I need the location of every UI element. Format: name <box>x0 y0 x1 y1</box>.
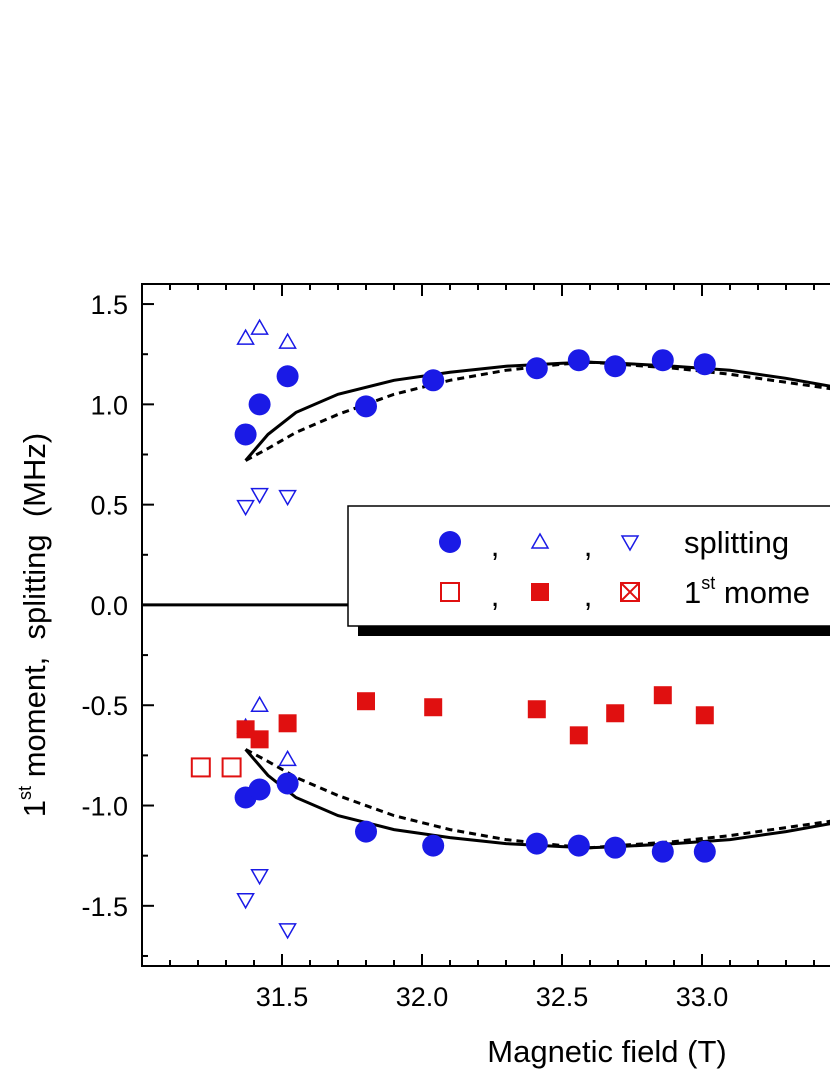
x-tick-label: 31.5 <box>256 982 309 1012</box>
data-point-filled-circle <box>651 840 674 863</box>
data-point-filled-circle <box>276 772 299 795</box>
x-tick-label: 32.0 <box>396 982 449 1012</box>
data-point-open-triangle-up <box>236 328 255 345</box>
data-point-filled-square <box>250 730 269 749</box>
legend-marker-filled-square <box>531 583 549 601</box>
legend-marker-crossed-square <box>620 582 640 602</box>
legend-label: splitting <box>684 525 789 560</box>
legend-marker-open-square <box>440 582 460 602</box>
data-point-filled-square <box>236 720 255 739</box>
data-point-filled-circle <box>567 834 590 857</box>
data-point-open-triangle-down <box>250 868 269 886</box>
data-point-filled-circle <box>248 778 271 801</box>
x-axis: 31.5 32.0 32.5 33.0 <box>169 284 815 1012</box>
data-point-filled-circle <box>355 395 377 418</box>
legend-separator: , <box>491 528 500 563</box>
legend: ,, splitting,, 1st mome <box>347 505 830 636</box>
data-point-open-triangle-up <box>278 332 297 349</box>
crossed-square-box <box>620 582 640 602</box>
plot-frame <box>141 283 830 967</box>
data-point-filled-circle <box>422 369 445 392</box>
data-point-filled-square <box>424 698 443 717</box>
data-point-filled-square <box>527 700 546 719</box>
legend-label: 1st mome <box>684 573 810 610</box>
data-point-open-triangle-down <box>278 923 297 940</box>
data-point-filled-circle <box>525 357 548 380</box>
data-point-open-square <box>190 757 211 778</box>
x-tick-label: 33.0 <box>676 982 729 1012</box>
data-point-filled-circle <box>276 365 299 388</box>
legend-marker-open-triangle-down <box>620 535 640 552</box>
data-point-filled-circle <box>234 423 257 446</box>
y-tick-label: 0.0 <box>90 591 128 621</box>
crossed-square-diag <box>620 582 640 602</box>
data-point-open-triangle-up <box>278 749 297 767</box>
data-point-filled-circle <box>422 834 445 857</box>
y-axis: 1.5 1.0 0.5 0.0 -0.5 -1.0 -1.5 <box>81 290 154 957</box>
data-point-open-triangle-up <box>250 318 269 335</box>
data-point-filled-square <box>569 726 588 745</box>
legend-marker-filled-circle <box>439 531 461 553</box>
data-point-open-triangle-down <box>236 499 255 517</box>
data-point-filled-square <box>653 686 672 705</box>
legend-label-prefix: 1 <box>684 575 701 610</box>
data-point-filled-circle <box>693 840 716 863</box>
legend-separator: , <box>584 578 593 613</box>
data-point-filled-circle <box>567 349 590 372</box>
data-point-filled-circle <box>604 836 627 859</box>
data-markers <box>190 318 716 940</box>
data-point-open-square <box>221 757 242 778</box>
data-point-filled-square <box>695 706 714 725</box>
legend-marker-open-triangle-up <box>530 532 550 549</box>
y-tick-label: -1.5 <box>81 892 128 922</box>
data-point-filled-square <box>278 714 297 733</box>
y-axis-title: 1st moment, splitting (MHz) <box>15 433 52 817</box>
data-point-filled-circle <box>248 393 271 416</box>
legend-label-rest: mome <box>715 575 810 610</box>
x-axis-title: Magnetic field (T) <box>487 1034 726 1069</box>
legend-separator: , <box>584 528 593 563</box>
y-axis-title-rest: moment, splitting (MHz) <box>17 433 52 786</box>
data-point-filled-square <box>357 692 375 711</box>
data-point-open-triangle-down <box>250 487 269 505</box>
y-axis-title-prefix: 1 <box>17 800 52 817</box>
data-point-open-triangle-up <box>250 695 269 712</box>
data-point-filled-circle <box>604 355 627 378</box>
data-point-filled-circle <box>355 820 377 843</box>
data-point-filled-circle <box>651 349 674 372</box>
legend-separator: , <box>491 578 500 613</box>
y-tick-label: 1.5 <box>90 290 128 320</box>
data-point-open-triangle-down <box>236 893 255 910</box>
y-axis-title-sup: st <box>15 786 35 800</box>
y-tick-label: 0.5 <box>90 491 128 521</box>
data-point-filled-circle <box>525 832 548 855</box>
legend-box <box>347 505 830 627</box>
y-tick-label: -1.0 <box>81 792 128 822</box>
x-tick-label: 32.5 <box>536 982 589 1012</box>
y-tick-label: 1.0 <box>90 390 128 420</box>
data-point-open-triangle-down <box>278 489 297 507</box>
y-tick-label: -0.5 <box>81 691 128 721</box>
legend-label-sup: st <box>701 573 715 593</box>
data-point-filled-square <box>606 704 625 723</box>
data-point-filled-circle <box>693 353 716 376</box>
